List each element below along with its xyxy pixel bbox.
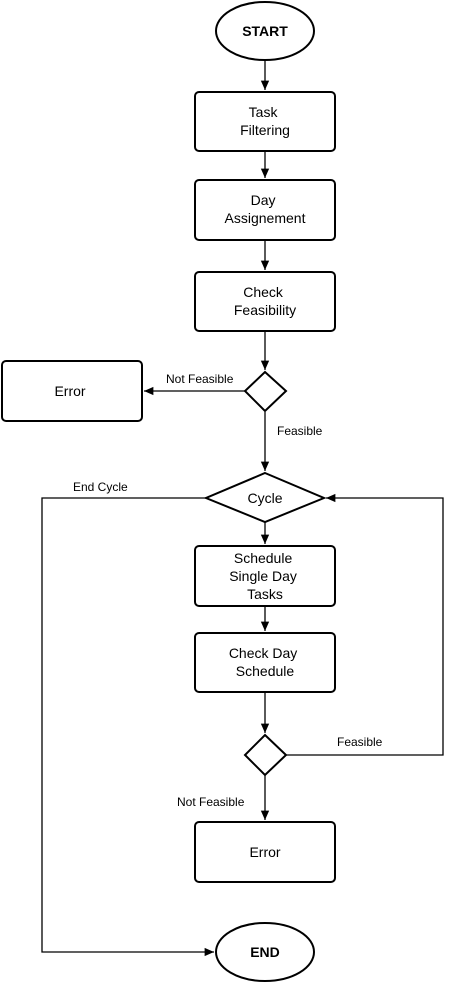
task-filtering-line-1: Task [249, 104, 279, 120]
schedule-line-2: Single Day [229, 568, 297, 584]
check-day-line-2: Schedule [236, 663, 295, 679]
check-feasibility-box: Check Feasibility [194, 271, 336, 332]
error-bottom-box: Error [194, 821, 336, 883]
schedule-line-1: Schedule [234, 550, 293, 566]
day-schedule-decision [243, 733, 288, 777]
start-label: START [242, 23, 288, 39]
error-top-box: Error [1, 360, 143, 422]
svg-text:Task Filtering: Task Filtering [240, 104, 290, 138]
schedule-line-3: Tasks [247, 586, 283, 602]
svg-text:Check Feasibility: Check Feasibility [234, 284, 296, 318]
check-feasibility-line-2: Feasibility [234, 302, 296, 318]
day-assignement-box: Day Assignement [194, 179, 336, 241]
cycle-decision: Cycle [203, 471, 327, 524]
task-filtering-line-2: Filtering [240, 122, 290, 138]
svg-text:Day Assignement: Day Assignement [225, 192, 306, 226]
schedule-single-day-box: Schedule Single Day Tasks [194, 545, 336, 607]
label-feasible-bottom: Feasible [337, 735, 383, 749]
svg-text:Check Day Schedule: Check Day Schedule [229, 645, 301, 679]
day-assignement-line-1: Day [251, 192, 276, 208]
check-feasibility-line-1: Check [243, 284, 284, 300]
error-top-label: Error [54, 383, 85, 399]
label-feasible-top: Feasible [277, 424, 323, 438]
cycle-label: Cycle [247, 490, 282, 506]
feasibility-decision [243, 370, 288, 413]
start-node: START [215, 1, 315, 61]
check-day-schedule-box: Check Day Schedule [194, 632, 336, 693]
svg-text:Schedule Single Day: Schedule Single Day Tasks [229, 550, 301, 602]
check-day-line-1: Check Day [229, 645, 297, 661]
day-assignement-line-2: Assignement [225, 210, 306, 226]
edge-feasible-loop-back [286, 493, 444, 756]
error-bottom-label: Error [249, 844, 280, 860]
edge-end-cycle-to-end [41, 497, 214, 957]
end-label: END [250, 944, 280, 960]
label-not-feasible-bottom: Not Feasible [177, 795, 245, 809]
task-filtering-box: Task Filtering [194, 91, 336, 152]
label-end-cycle: End Cycle [73, 480, 128, 494]
end-node: END [215, 922, 315, 982]
label-not-feasible-top: Not Feasible [166, 372, 234, 386]
connectors [41, 60, 444, 957]
